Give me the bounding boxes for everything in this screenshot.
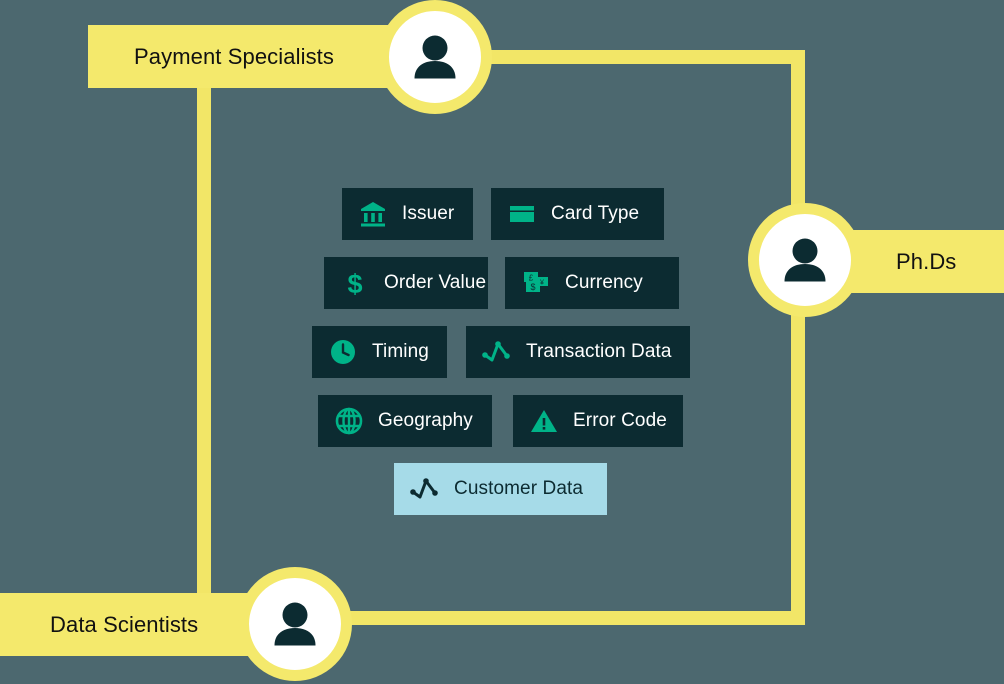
banknotes-icon: £ ¥ $	[521, 268, 551, 298]
person-icon	[777, 232, 833, 288]
attribute-label-timing: Timing	[372, 341, 429, 362]
avatar-data-scientists[interactable]	[238, 567, 352, 681]
svg-text:£: £	[529, 274, 534, 283]
role-banner-payment-specialists[interactable]: Payment Specialists	[88, 25, 418, 88]
connector-line-bottom	[265, 611, 805, 625]
attribute-label-order-value: Order Value	[384, 272, 487, 293]
credit-card-icon	[507, 199, 537, 229]
role-label-data-scientists: Data Scientists	[50, 611, 199, 637]
connector-line-left	[197, 80, 211, 595]
globe-icon	[334, 406, 364, 436]
attribute-tag-geography[interactable]: Geography	[318, 395, 492, 447]
attribute-label-transaction-data: Transaction Data	[526, 341, 672, 362]
dollar-sign-icon: $	[340, 268, 370, 298]
person-icon	[267, 596, 323, 652]
role-label-phds: Ph.Ds	[896, 248, 957, 274]
attribute-tag-error-code[interactable]: Error Code	[513, 395, 683, 447]
line-chart-icon	[410, 474, 440, 504]
role-banner-data-scientists[interactable]: Data Scientists	[0, 593, 280, 656]
attribute-tag-order-value[interactable]: $ Order Value	[324, 257, 488, 309]
attribute-label-customer-data: Customer Data	[454, 478, 584, 499]
svg-text:$: $	[347, 269, 362, 297]
attribute-label-geography: Geography	[378, 410, 473, 431]
attribute-label-card-type: Card Type	[551, 203, 640, 224]
attribute-tag-timing[interactable]: Timing	[312, 326, 447, 378]
bank-icon	[358, 199, 388, 229]
attribute-tag-transaction-data[interactable]: Transaction Data	[466, 326, 690, 378]
attribute-label-error-code: Error Code	[573, 410, 667, 431]
avatar-payment-specialists[interactable]	[378, 0, 492, 114]
svg-text:$: $	[530, 282, 535, 292]
role-label-payment-specialists: Payment Specialists	[134, 43, 334, 69]
connector-line-top	[390, 50, 805, 64]
attribute-tag-currency[interactable]: £ ¥ $ Currency	[505, 257, 679, 309]
attribute-label-issuer: Issuer	[402, 203, 455, 224]
attribute-tag-card-type[interactable]: Card Type	[491, 188, 664, 240]
line-chart-icon	[482, 337, 512, 367]
svg-text:¥: ¥	[540, 280, 544, 287]
attribute-tag-issuer[interactable]: Issuer	[342, 188, 473, 240]
avatar-phds[interactable]	[748, 203, 862, 317]
warning-icon	[529, 406, 559, 436]
person-icon	[407, 29, 463, 85]
attribute-label-currency: Currency	[565, 272, 643, 293]
attribute-tag-customer-data[interactable]: Customer Data	[394, 463, 607, 515]
connector-line-right	[791, 50, 805, 625]
clock-icon	[328, 337, 358, 367]
